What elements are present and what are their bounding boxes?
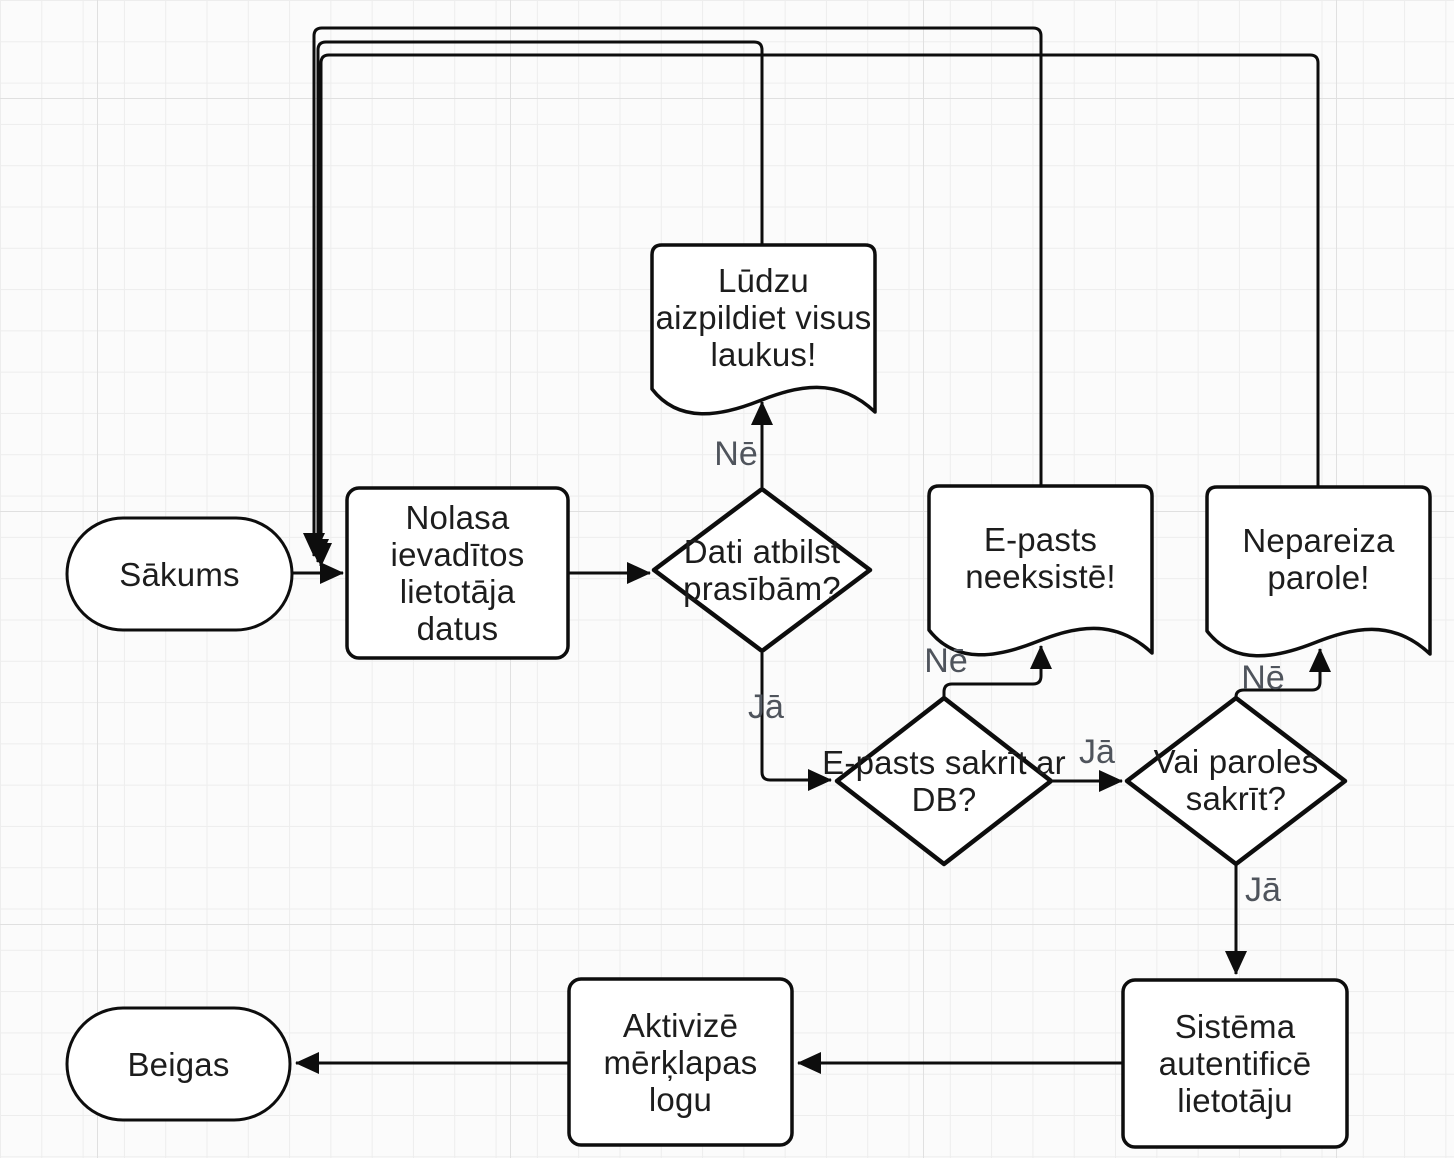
- wrong-password-shape[interactable]: [1205, 485, 1432, 658]
- password-match-shape[interactable]: [1124, 695, 1348, 867]
- edge-fill-fields-restart[interactable]: [307, 40, 764, 563]
- authenticate-shape[interactable]: [1121, 978, 1349, 1149]
- data-valid-shape[interactable]: [651, 486, 873, 654]
- activate-landing-shape[interactable]: [567, 977, 794, 1147]
- edge-label-email-match-no: Nē: [924, 642, 968, 680]
- email-match-label: E-pasts sakrīt ar DB?: [822, 744, 1066, 818]
- read-input-shape[interactable]: [345, 486, 570, 660]
- edge-label-data-valid-no: Nē: [714, 435, 758, 473]
- fill-fields-label: Lūdzu aizpildiet visus laukus!: [655, 261, 872, 373]
- fill-fields-shape[interactable]: [650, 243, 877, 416]
- start-label: Sākums: [119, 555, 240, 593]
- end-shape[interactable]: [65, 1006, 292, 1122]
- start-shape[interactable]: [65, 516, 294, 632]
- edge-label-password-match-yes: Jā: [1245, 871, 1281, 909]
- edge-emailmatch-no[interactable]: [942, 645, 1052, 697]
- activate-landing-label: Aktivizē mērķlapas logu: [603, 1006, 758, 1118]
- data-valid-label: Dati atbilst prasībām?: [683, 533, 841, 607]
- edge-wrong-password-restart[interactable]: [310, 53, 1320, 567]
- read-input-label: Nolasa ievadītos lietotāja datus: [390, 499, 525, 647]
- edge-label-data-valid-yes: Jā: [748, 688, 784, 726]
- edge-passwordmatch-no[interactable]: [1234, 648, 1331, 698]
- edge-label-password-match-no: Nē: [1241, 659, 1285, 697]
- edge-email-missing-restart[interactable]: [303, 26, 1043, 557]
- email-match-shape[interactable]: [834, 695, 1054, 867]
- password-match-label: Vai paroles sakrīt?: [1153, 743, 1319, 817]
- edge-label-email-match-yes: Jā: [1079, 733, 1115, 771]
- wrong-password-label: Nepareiza parole!: [1242, 522, 1395, 596]
- edge-datavalid-yes[interactable]: [760, 653, 832, 791]
- email-missing-label: E-pasts neeksistē!: [965, 521, 1116, 595]
- authenticate-label: Sistēma autentificē lietotāju: [1158, 1008, 1312, 1119]
- end-label: Beigas: [127, 1045, 230, 1083]
- email-missing-shape[interactable]: [927, 484, 1154, 657]
